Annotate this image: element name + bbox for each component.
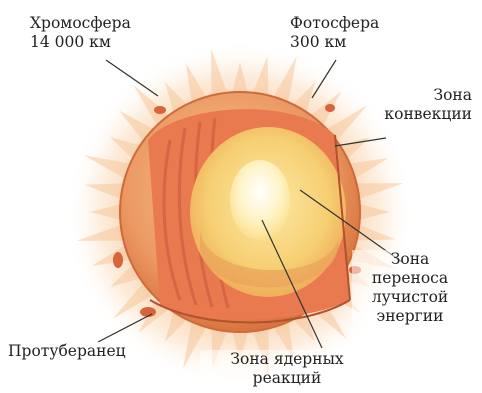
prominence-label-text: Протуберанец [8, 342, 126, 361]
convection-zone-label-line1: Зона [384, 86, 472, 105]
radiative-zone-label-line4: энергии [354, 307, 466, 326]
core [230, 160, 290, 240]
core-label: Зона ядерных реакций [200, 350, 374, 388]
prominence-label: Протуберанец [6, 342, 128, 361]
radiative-zone-label: Зона переноса лучистой энергии [352, 250, 468, 326]
core-label-line1: Зона ядерных [202, 350, 372, 369]
photosphere-thickness: 300 км [290, 33, 379, 52]
chromosphere-label: Хромосфера 14 000 км [28, 14, 133, 52]
radiative-zone-label-line3: лучистой [354, 288, 466, 307]
sun-cutaway [148, 109, 350, 322]
chromosphere-name: Хромосфера [30, 14, 131, 33]
convection-zone-label-line2: конвекции [384, 105, 472, 124]
photosphere-label: Фотосфера 300 км [288, 14, 381, 52]
core-label-line2: реакций [202, 369, 372, 388]
photosphere-name: Фотосфера [290, 14, 379, 33]
radiative-zone-label-line1: Зона [354, 250, 466, 269]
chromosphere-thickness: 14 000 км [30, 33, 131, 52]
convection-zone-label: Зона конвекции [382, 86, 474, 124]
radiative-zone-label-line2: переноса [354, 269, 466, 288]
